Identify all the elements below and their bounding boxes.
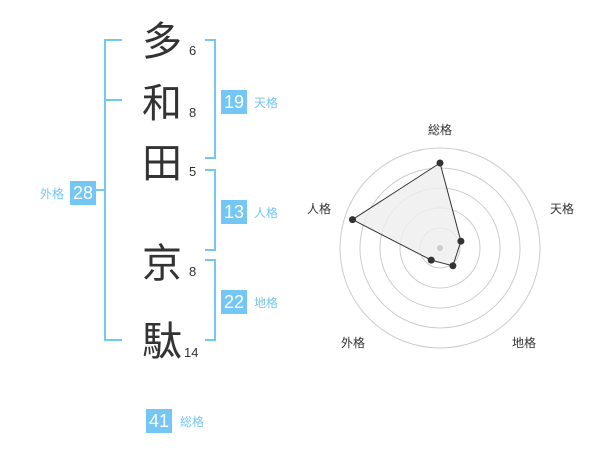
radar-axis-label-gaikaku: 外格 (341, 335, 365, 350)
radar-point-5 (349, 216, 356, 224)
kanji-5: 駄 (142, 319, 182, 365)
radar-axis-label-tenkaku: 天格 (550, 201, 574, 216)
tenkaku-label: 天格 (254, 96, 279, 110)
radar-axis-label-chikaku: 地格 (512, 335, 536, 350)
radar-axis-label-jinkaku: 人格 (307, 201, 331, 216)
radar-point-3 (449, 262, 457, 270)
chikaku-label: 地格 (254, 296, 279, 310)
radar-polygon (351, 162, 462, 267)
stroke-count-4: 8 (189, 264, 197, 279)
chikaku-bracket (205, 259, 216, 341)
stroke-count-5: 14 (184, 345, 199, 360)
stroke-count-2: 8 (189, 105, 197, 120)
chikaku-badge: 22 (221, 290, 248, 314)
soukaku-badge: 41 (146, 409, 173, 433)
kanji-2: 和 (142, 81, 182, 127)
kanji-3: 田 (142, 141, 182, 187)
radar-point-1 (436, 159, 444, 167)
radar-point-4 (427, 256, 435, 264)
radar-axis-label-soukaku: 総格 (428, 122, 452, 137)
soukaku-label: 総格 (180, 415, 205, 429)
kanji-4: 京 (142, 241, 182, 287)
jinkaku-badge: 13 (221, 200, 248, 224)
tenkaku-bracket (205, 39, 216, 159)
gaikaku-badge: 28 (70, 181, 97, 205)
gaikaku-label: 外格 (40, 187, 65, 201)
stroke-count-3: 5 (189, 164, 197, 179)
stroke-count-1: 6 (189, 43, 197, 58)
tenkaku-badge: 19 (221, 90, 248, 114)
radar-point-2 (457, 237, 465, 245)
jinkaku-bracket (205, 169, 216, 251)
radar-center-dot (437, 245, 443, 251)
jinkaku-label: 人格 (254, 206, 279, 220)
radar-ring (339, 147, 541, 349)
kanji-1: 多 (142, 19, 182, 65)
